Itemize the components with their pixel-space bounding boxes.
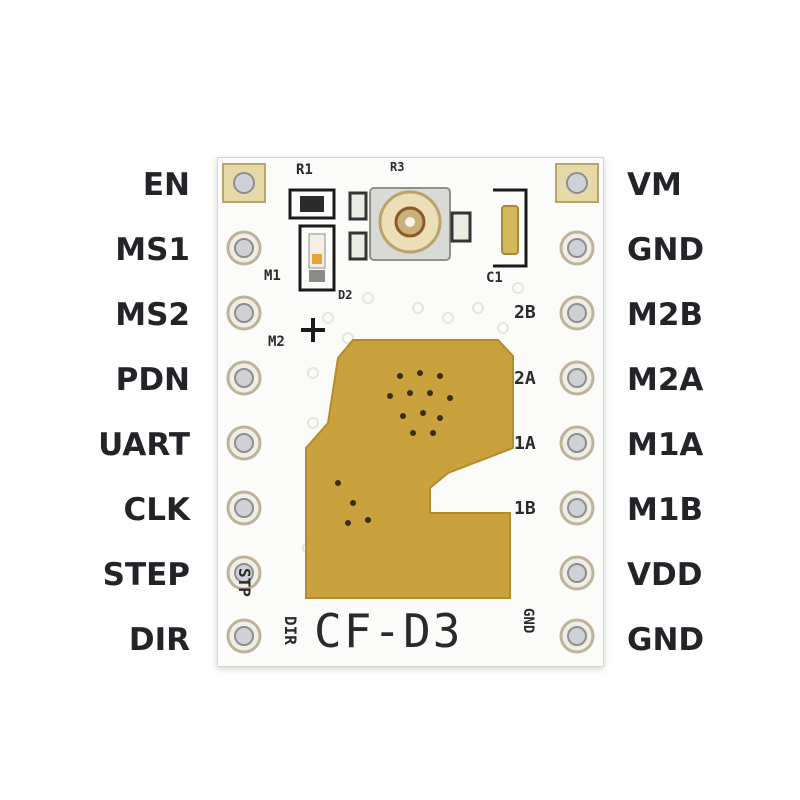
pin-label-vdd: VDD bbox=[627, 557, 703, 593]
silk-1b: 1B bbox=[514, 498, 536, 519]
pin-label-vm: VM bbox=[627, 167, 682, 203]
silk-stp: STP bbox=[235, 568, 254, 597]
silk-d2: D2 bbox=[338, 288, 353, 302]
silk-r1: R1 bbox=[296, 162, 313, 178]
pin-label-clk: CLK bbox=[123, 492, 190, 528]
smd-component-lower bbox=[348, 231, 368, 261]
silk-m1: M1 bbox=[264, 268, 281, 284]
pin-label-m2b: M2B bbox=[627, 297, 704, 333]
silk-2a: 2A bbox=[514, 368, 536, 389]
silk-c1: C1 bbox=[486, 270, 503, 286]
pin-label-dir: DIR bbox=[128, 622, 190, 658]
board-name: CF-D3 bbox=[314, 604, 463, 658]
capacitor-c1 bbox=[493, 188, 528, 268]
pin-label-uart: UART bbox=[98, 427, 190, 463]
pin-label-step: STEP bbox=[102, 557, 190, 593]
silk-1a: 1A bbox=[514, 433, 536, 454]
silk-m2: M2 bbox=[268, 334, 285, 350]
pin-label-m1a: M1A bbox=[627, 427, 704, 463]
silk-r3: R3 bbox=[390, 160, 405, 174]
smd-component-left bbox=[348, 191, 368, 221]
resistor-r1 bbox=[288, 188, 336, 220]
thermal-vias bbox=[335, 370, 453, 526]
silk-dir: DIR bbox=[281, 616, 300, 645]
pin-label-m1b: M1B bbox=[627, 492, 704, 528]
silk-2b: 2B bbox=[514, 302, 536, 323]
pin-label-gnd-top: GND bbox=[627, 232, 705, 268]
trimmer-potentiometer bbox=[369, 187, 451, 261]
silk-gnd: GND bbox=[520, 608, 536, 634]
left-header-pins bbox=[222, 163, 266, 654]
pin-label-gnd-bottom: GND bbox=[627, 622, 705, 658]
smd-component-right bbox=[450, 211, 472, 243]
stepper-driver-board: R1 R3 M1 D2 M2 C1 2B 2A 1A 1B STP DIR CF… bbox=[217, 157, 604, 667]
pin-label-pdn: PDN bbox=[115, 362, 190, 398]
pin-label-ms2: MS2 bbox=[115, 297, 190, 333]
pin-label-ms1: MS1 bbox=[115, 232, 190, 268]
plus-marker bbox=[301, 318, 325, 342]
copper-pad bbox=[305, 339, 514, 599]
right-header-pins bbox=[555, 163, 599, 654]
pin-label-m2a: M2A bbox=[627, 362, 704, 398]
pin-label-en: EN bbox=[142, 167, 190, 203]
board-artwork bbox=[222, 163, 599, 654]
led-d2 bbox=[298, 224, 336, 292]
